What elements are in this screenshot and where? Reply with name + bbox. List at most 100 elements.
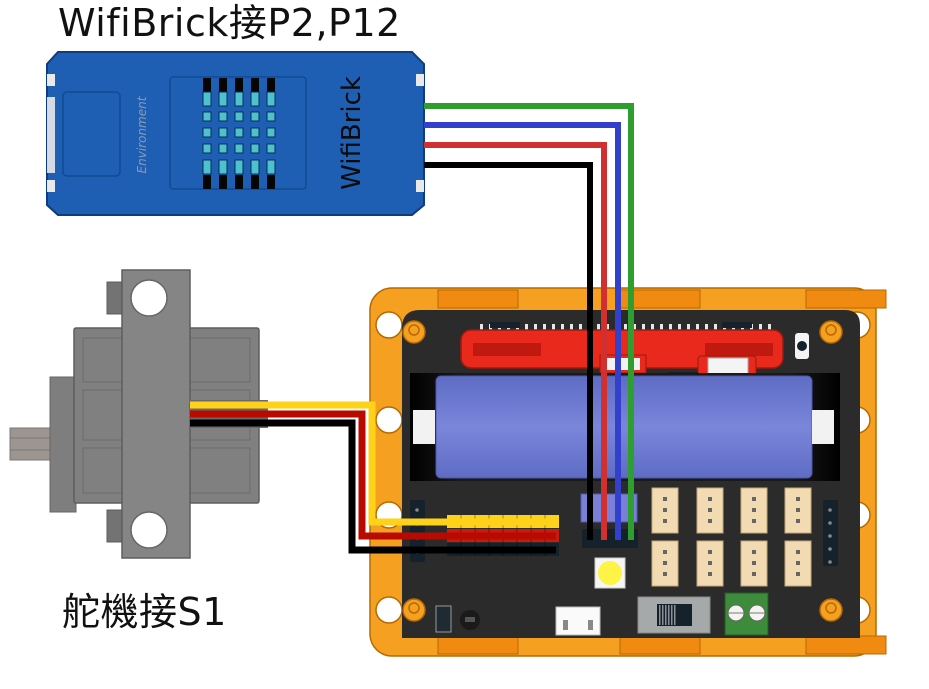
sensor-vent (234, 159, 244, 175)
header-pin (828, 521, 832, 525)
wifibrick-button-recess (62, 91, 121, 177)
frame-tab (805, 289, 887, 309)
right-header (823, 500, 838, 566)
wifibrick-label: WifiBrick (337, 76, 367, 190)
wifibrick-wire-red (424, 142, 607, 540)
sensor-vent (250, 159, 260, 175)
edge-pin (606, 324, 609, 330)
edge-pin (579, 324, 582, 330)
sensor-vent (250, 127, 260, 138)
sensor-vent (218, 111, 228, 122)
wifibrick-module: Environment WifiBrick (46, 51, 425, 216)
sensor-vent (250, 91, 260, 107)
edge-pin (705, 324, 708, 330)
frame-hole (375, 406, 403, 434)
edge-pin (678, 324, 681, 330)
jst-connector (740, 540, 768, 587)
edge-pin (561, 324, 564, 330)
sensor-vent (234, 111, 244, 122)
edge-pin (570, 324, 573, 330)
wifibrick-wire-black (424, 162, 593, 540)
header-pin (828, 534, 832, 538)
edge-pin (633, 324, 636, 330)
sensor-vent (266, 111, 276, 122)
jst-connector (696, 487, 724, 534)
frame-tab (619, 635, 701, 655)
edge-pin (597, 324, 600, 330)
sensor-vent (234, 143, 244, 154)
sensor-vent (266, 127, 276, 138)
sensor-vent (218, 127, 228, 138)
wifibrick-wire-blue (424, 122, 621, 540)
edge-pin (534, 324, 537, 330)
edge-pin (687, 324, 690, 330)
servo-mount-hole-top (130, 279, 168, 317)
sensor-vent (202, 91, 212, 107)
controller-board (369, 287, 887, 657)
sensor-vent (266, 143, 276, 154)
edge-pin (768, 324, 771, 330)
wifibrick-connection-caption: WifiBrick接P2,P12 (58, 1, 401, 45)
servo-connection-caption: 舵機接S1 (62, 590, 227, 634)
environment-label: Environment (135, 95, 149, 173)
edge-pin (543, 324, 546, 330)
edge-pin (480, 324, 483, 330)
jst-connector (784, 540, 812, 587)
sensor-vent (218, 91, 228, 107)
pcb-screw (819, 320, 843, 344)
sensor-vent (202, 143, 212, 154)
sensor-grid (202, 78, 276, 189)
sensor-vent (266, 159, 276, 175)
servo-wire-power (190, 410, 556, 540)
jst-connector (651, 487, 679, 534)
edge-pin (642, 324, 645, 330)
header-pin (415, 508, 419, 512)
pcb-screws (402, 320, 843, 622)
edge-pin (669, 324, 672, 330)
frame-hole (375, 596, 403, 624)
sensor-vent (218, 159, 228, 175)
edge-connector-pins (480, 322, 771, 330)
servo-motor (9, 269, 268, 559)
edge-pin (525, 324, 528, 330)
sensor-vent (250, 111, 260, 122)
sensor-vent (202, 111, 212, 122)
diode (435, 605, 452, 633)
edge-pin (552, 324, 555, 330)
pcb-screw (402, 320, 426, 344)
sensor-vent (202, 127, 212, 138)
wifibrick-wires (424, 103, 634, 540)
jst-connectors (651, 487, 812, 587)
frame-tab (437, 289, 519, 309)
sensor-vent (234, 91, 244, 107)
jst-connector (696, 540, 724, 587)
edge-pin (714, 324, 717, 330)
jst-connector (651, 540, 679, 587)
battery (435, 375, 813, 479)
header-pin (828, 547, 832, 551)
edge-pin (651, 324, 654, 330)
header-pin (828, 560, 832, 564)
sensor-vent (218, 143, 228, 154)
frame-hole (375, 311, 403, 339)
jst-connector (784, 487, 812, 534)
sensor-vent (266, 91, 276, 107)
usb-port (555, 606, 601, 636)
servo-wire-signal (190, 401, 556, 526)
edge-pin (696, 324, 699, 330)
pcb-screw (819, 598, 843, 622)
servo-wire-ground (190, 419, 556, 554)
edge-pin (759, 324, 762, 330)
servo-wires (190, 401, 556, 554)
servo-mount-hole-bottom (130, 511, 168, 549)
pcb-screw (402, 598, 426, 622)
frame-tab (437, 635, 519, 655)
sensor-vent (234, 127, 244, 138)
sensor-vent (202, 159, 212, 175)
wifibrick-wire-green (424, 103, 634, 540)
edge-pin (660, 324, 663, 330)
edge-pin (624, 324, 627, 330)
header-pin (828, 508, 832, 512)
jst-connector (740, 487, 768, 534)
